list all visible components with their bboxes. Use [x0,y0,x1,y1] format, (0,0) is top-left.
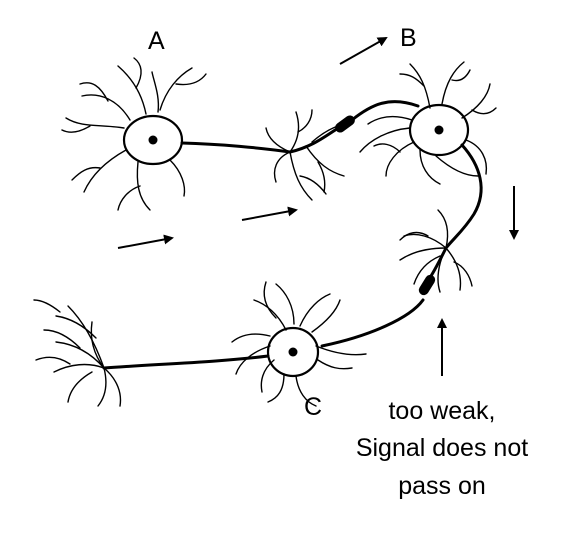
axon-terminal-b [399,209,473,293]
myelin-segment-b [335,115,355,133]
neuron-c [102,281,367,407]
note-line-3: pass on [398,472,486,500]
dendrite-c-link [320,298,425,348]
neuron-a-soma [122,114,184,166]
myelin-segment-c [418,274,436,296]
neuron-c-dendrites [231,281,367,407]
note-line-1: too weak, [388,397,495,425]
dendrite-b-link [350,100,420,122]
label-neuron-b: B [400,24,417,52]
dendrite-c-main [429,246,448,278]
note-line-2: Signal does not [356,434,528,462]
neuron-b-axon [444,143,483,250]
neuron-a-dendrites [61,57,207,211]
arrow-right-1 [117,234,174,249]
neuron-a-nucleus [148,135,158,145]
label-neuron-c: C [304,393,322,421]
neuron-a-axon [180,141,292,154]
neuron-b-dendrites [359,61,497,185]
neuron-b-nucleus [434,125,444,135]
weak-signal-note: too weak, Signal does not pass on [356,397,528,500]
label-neuron-a: A [148,27,165,55]
neuron-c-nucleus [288,347,298,357]
neuron-b [350,61,497,250]
arrow-right-2 [241,206,298,221]
neuron-b-soma [408,103,470,157]
signal-direction-arrows [117,37,519,376]
neuron-c-axon [102,354,270,370]
axon-terminal-c [33,299,122,407]
arrow-up-right [339,37,388,65]
neuron-c-soma [266,326,320,378]
neuron-a [61,57,292,211]
